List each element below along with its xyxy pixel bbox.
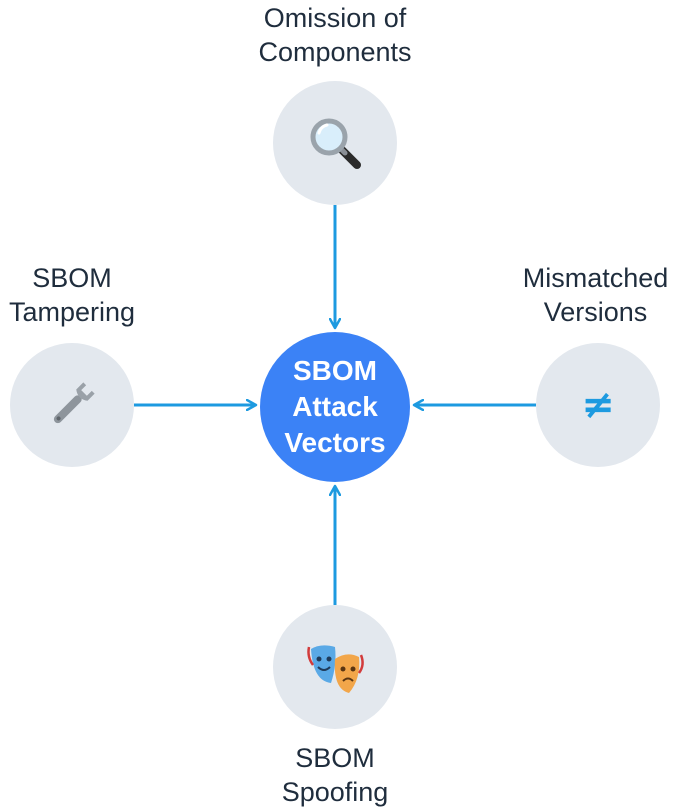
node-label-line: Omission of xyxy=(263,3,407,33)
node-label-mismatched: Mismatched Versions xyxy=(510,261,681,329)
node-label-line: SBOM xyxy=(295,743,375,773)
center-node-sbom-attack-vectors: SBOM Attack Vectors xyxy=(260,332,410,482)
center-label-line: Vectors xyxy=(284,427,386,458)
theater-masks-icon xyxy=(307,645,364,693)
node-label-line: Components xyxy=(258,37,412,67)
node-omission-of-components xyxy=(273,81,397,205)
node-label-line: Spoofing xyxy=(281,777,389,807)
node-sbom-spoofing xyxy=(273,605,397,729)
node-label-tampering: SBOM Tampering xyxy=(0,261,144,329)
node-mismatched-versions: ≠ xyxy=(536,343,660,467)
not-equal-icon: ≠ xyxy=(581,382,615,428)
center-label-line: Attack xyxy=(292,391,378,422)
center-label-line: SBOM xyxy=(293,355,377,386)
node-label-spoofing: SBOM Spoofing xyxy=(235,741,435,809)
node-label-line: Mismatched xyxy=(522,263,669,293)
node-label-line: Tampering xyxy=(8,297,136,327)
node-sbom-tampering xyxy=(10,343,134,467)
node-label-omission: Omission of Components xyxy=(220,1,450,69)
node-label-line: SBOM xyxy=(32,263,112,293)
node-label-line: Versions xyxy=(543,297,648,327)
wrench-icon xyxy=(53,382,95,424)
magnifying-glass-icon xyxy=(310,118,361,169)
